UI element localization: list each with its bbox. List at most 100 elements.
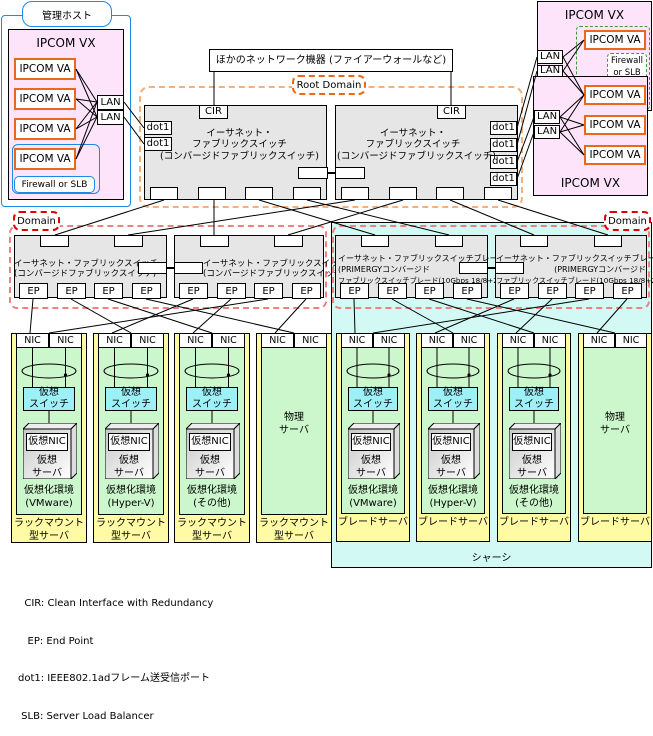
management-host-title: 管理ホスト bbox=[22, 1, 112, 27]
switch-label-line: (コンバージドファブリックスイッチ) bbox=[203, 269, 346, 280]
nic-port: NIC bbox=[261, 333, 294, 348]
ep-nic-link bbox=[391, 298, 454, 334]
switch-label-line: (コンバージドファブリックスイッチ) bbox=[14, 269, 157, 280]
ipcom-va: IPCOM VA bbox=[584, 145, 646, 165]
dot1-port: dot1 bbox=[490, 121, 517, 135]
virtual-server-label: 仮想 サーバ bbox=[32, 455, 62, 479]
ep-port: EP bbox=[613, 283, 642, 299]
nic-port: NIC bbox=[502, 333, 534, 348]
domain-switch-label: イーサネット・ファブリックスイッチ (コンバージドファブリックスイッチ) bbox=[203, 259, 347, 279]
uplink-port bbox=[389, 187, 417, 200]
root-switch-left bbox=[144, 105, 327, 200]
ep-nic-link bbox=[70, 298, 132, 334]
connection-lines bbox=[29, 39, 628, 334]
virtual-server-label: 仮想 サーバ bbox=[195, 455, 225, 479]
isl-port bbox=[335, 167, 365, 179]
uplink-port bbox=[150, 187, 178, 200]
ep-port: EP bbox=[500, 283, 529, 299]
dot1-port: dot1 bbox=[144, 137, 172, 151]
ep-port: EP bbox=[94, 283, 123, 299]
root-switch-right bbox=[335, 105, 518, 200]
uplink-port bbox=[245, 187, 273, 200]
isl-link bbox=[167, 267, 174, 269]
ep-port: EP bbox=[378, 283, 407, 299]
nic-port: NIC bbox=[583, 333, 615, 348]
domain-left-label: Domain bbox=[13, 211, 60, 231]
ep-port: EP bbox=[575, 283, 604, 299]
ep-port: EP bbox=[415, 283, 444, 299]
nic-port: NIC bbox=[294, 333, 327, 348]
virtualization-env-label: 仮想化環境 (VMware) bbox=[348, 485, 398, 509]
nic-port: NIC bbox=[212, 333, 245, 348]
physical-server-label: 物理 サーバ bbox=[279, 412, 309, 436]
ipcom-va: IPCOM VA bbox=[584, 85, 646, 105]
uplink-port bbox=[341, 187, 369, 200]
isl-port bbox=[174, 262, 203, 274]
switch-label-line: イーサネット・ファブリックスイッチ bbox=[14, 259, 159, 269]
server-type-label: ブレードサーバ bbox=[580, 517, 650, 528]
switch-label-line: イーサネット・ファブリックスイッチブレード bbox=[496, 254, 653, 263]
switch-label-line: (PRIMERGYコンバージド bbox=[338, 264, 430, 274]
ep-port: EP bbox=[19, 283, 48, 299]
ep-nic-link bbox=[274, 298, 307, 334]
virtual-nic: 仮想NIC bbox=[26, 433, 68, 451]
ep-port: EP bbox=[179, 283, 208, 299]
server-body bbox=[261, 333, 327, 515]
cir-port: CIR bbox=[437, 105, 466, 119]
root-domain-label: Root Domain bbox=[292, 75, 366, 95]
ipcom-vx-right-back-title: IPCOM VX bbox=[564, 8, 625, 22]
ipcom-va: IPCOM VA bbox=[584, 115, 646, 135]
legend-dot1: dot1: IEEE802.1adフレーム送受信ポート bbox=[18, 673, 211, 684]
switch-label-line: イーサネット・ bbox=[206, 128, 273, 139]
ipcom-vx-right-front-title: IPCOM VX bbox=[560, 176, 621, 190]
domain-right-label: Domain bbox=[604, 211, 651, 231]
ep-nic-link bbox=[48, 298, 269, 334]
slb-text: or SLB bbox=[613, 68, 641, 78]
isl-link bbox=[488, 267, 495, 269]
ipcom-vx-left-title: IPCOM VX bbox=[36, 36, 96, 50]
virtual-nic: 仮想NIC bbox=[512, 433, 552, 451]
ipcom-va: IPCOM VA bbox=[14, 148, 76, 170]
switch-label-line: イーサネット・ファブリックスイッチ bbox=[203, 259, 348, 269]
server-type-label: ラックマウント 型サーバ bbox=[14, 518, 84, 542]
domain-left-frame bbox=[9, 225, 327, 309]
external-network-device: ほかのネットワーク機器 (ファイアーウォールなど) bbox=[209, 49, 453, 72]
server-type-label: ブレードサーバ bbox=[499, 517, 569, 528]
ipcom-va: IPCOM VA bbox=[14, 58, 76, 80]
virtual-server-label: 仮想 サーバ bbox=[517, 455, 547, 479]
nic-port: NIC bbox=[131, 333, 164, 348]
virtual-switch: 仮想 スイッチ bbox=[105, 387, 157, 411]
ep-nic-link bbox=[515, 298, 553, 334]
ep-nic-link bbox=[145, 298, 295, 334]
virtual-nic: 仮想NIC bbox=[351, 433, 391, 451]
ep-port: EP bbox=[217, 283, 246, 299]
firewall-slb-group bbox=[12, 144, 100, 194]
chassis-label: シャーシ bbox=[471, 553, 512, 564]
ep-port: EP bbox=[57, 283, 86, 299]
virtualization-env-label: 仮想化環境 (その他) bbox=[509, 485, 559, 509]
server-type-label: ラックマウント 型サーバ bbox=[259, 518, 329, 542]
ep-nic-link bbox=[192, 298, 232, 334]
nic-port: NIC bbox=[534, 333, 566, 348]
switch-label-line: (コンバージドファブリックスイッチ) bbox=[160, 150, 319, 162]
nic-port: NIC bbox=[341, 333, 373, 348]
nic-port: NIC bbox=[49, 333, 82, 348]
uplink-port bbox=[114, 235, 143, 247]
lan-port: LAN bbox=[534, 110, 560, 124]
ipcom-va: IPCOM VA bbox=[584, 30, 646, 50]
virtual-switch: 仮想 スイッチ bbox=[23, 387, 75, 411]
switch-label-line: ファブリックスイッチ bbox=[192, 139, 287, 151]
switch-label-line: (PRIMERGYコンバージド bbox=[554, 264, 646, 274]
virtualization-env-label: 仮想化環境 (その他) bbox=[187, 485, 237, 509]
ep-port: EP bbox=[132, 283, 161, 299]
domain-right-frame bbox=[332, 225, 650, 309]
switch-label-line: イーサネット・ファブリックスイッチブレード bbox=[338, 254, 506, 263]
virtual-nic: 仮想NIC bbox=[189, 433, 231, 451]
isl-port bbox=[495, 262, 524, 274]
teaming-loop-icon bbox=[507, 348, 561, 429]
domain-switch-blade-label: イーサネット・ファブリックスイッチブレード (PRIMERGYコンバージド ファ… bbox=[338, 254, 506, 286]
legend-slb: SLB: Server Load Balancer bbox=[18, 710, 154, 722]
virtual-server-label: 仮想 サーバ bbox=[356, 455, 386, 479]
lan-port: LAN bbox=[534, 125, 560, 139]
